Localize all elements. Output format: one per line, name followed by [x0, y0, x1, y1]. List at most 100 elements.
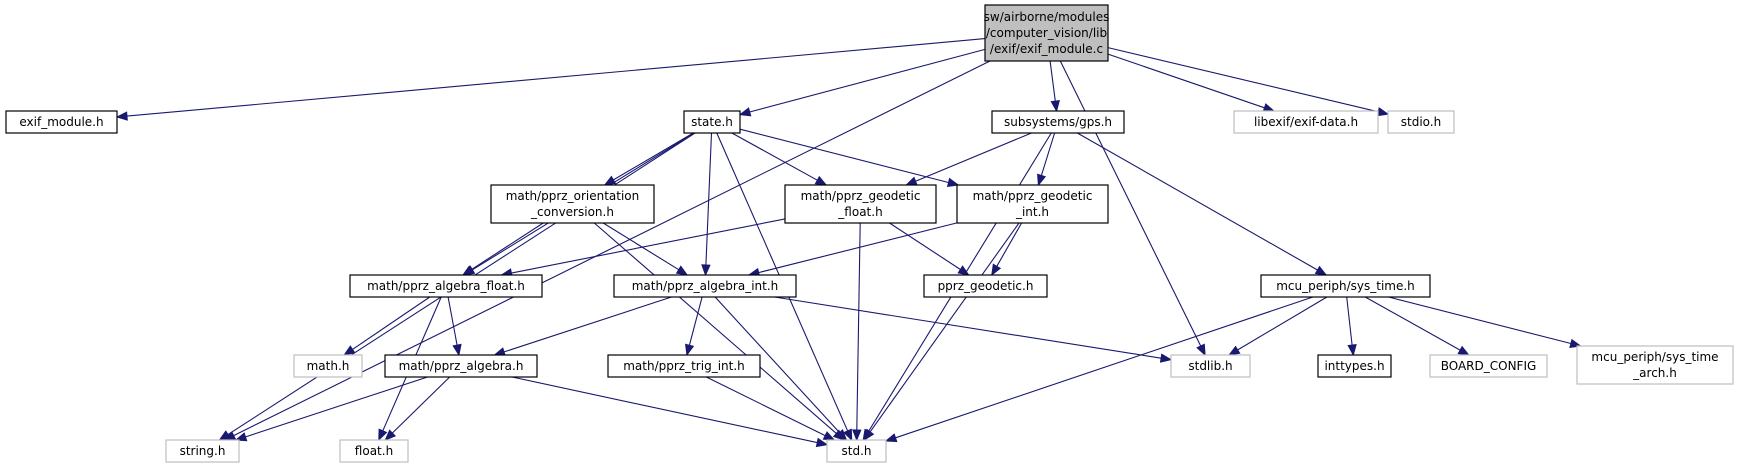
edge-line	[749, 48, 986, 113]
edge-arrowhead	[234, 432, 248, 442]
edge-arrowhead	[452, 343, 462, 357]
node-box	[339, 439, 409, 463]
edge-arrowhead	[957, 265, 970, 276]
edge-arrowhead	[835, 429, 848, 441]
node-label: _conversion.h	[530, 205, 614, 219]
edge-geo_float-to-std_h	[852, 222, 862, 442]
edge-line	[889, 222, 961, 270]
edge-exif_c-to-state_h	[738, 48, 986, 117]
node-label: mcu_periph/sys_time.h	[1276, 279, 1415, 293]
node-box	[1576, 345, 1734, 385]
edge-line	[1077, 132, 1318, 271]
edge-state_h-to-alg_int	[701, 132, 713, 277]
node-board: BOARD_CONFIG	[1429, 354, 1548, 378]
node-exif_h[interactable]: exif_module.h	[5, 110, 118, 134]
edge-line	[1346, 296, 1353, 346]
node-label: stdlib.h	[1188, 359, 1232, 373]
node-label: pprz_geodetic.h	[938, 279, 1034, 293]
edge-geo_int-to-std_h	[863, 222, 1020, 442]
edge-line	[352, 296, 431, 350]
edge-arrowhead	[905, 176, 918, 186]
edge-line	[126, 38, 986, 117]
node-state_h[interactable]: state.h	[683, 110, 741, 134]
node-gps_h[interactable]: subsystems/gps.h	[991, 110, 1125, 134]
edge-arrowhead	[701, 264, 711, 277]
edge-gps_h-to-geo_int	[1037, 132, 1056, 187]
edge-line	[511, 218, 786, 274]
node-box	[607, 354, 761, 378]
node-label: math/pprz_orientation	[506, 189, 640, 203]
edge-alg_int-to-std_h	[714, 296, 848, 441]
edge-arrowhead	[115, 111, 128, 121]
node-float_h: float.h	[339, 439, 409, 463]
node-label: /exif/exif_module.c	[990, 42, 1103, 56]
node-string_h: string.h	[165, 439, 240, 463]
node-orient[interactable]: math/pprz_orientation _conversion.h	[490, 184, 655, 224]
node-inttypes[interactable]: inttypes.h	[1317, 354, 1392, 378]
node-label: float.h	[355, 444, 393, 458]
node-alg_float[interactable]: math/pprz_algebra_float.h	[349, 274, 543, 298]
edge-line	[1107, 47, 1379, 113]
edge-line	[1364, 296, 1461, 351]
edge-orient-to-alg_float	[461, 222, 544, 276]
edge-line	[856, 222, 861, 431]
node-box	[1170, 354, 1251, 378]
edge-arrowhead	[1050, 100, 1060, 113]
edge-arrowhead	[1037, 173, 1047, 187]
edge-line	[714, 296, 841, 433]
edge-trig-to-std_h	[706, 376, 836, 441]
edge-line	[705, 132, 713, 266]
edge-line	[758, 222, 958, 274]
node-label: subsystems/gps.h	[1004, 115, 1112, 129]
node-box	[1387, 110, 1455, 134]
edge-exif_c-to-libexif	[1107, 53, 1276, 113]
node-exif_c[interactable]: sw/airborne/modules/computer_vision/lib/…	[984, 4, 1110, 62]
edge-line	[996, 222, 1023, 267]
edge-line	[706, 376, 826, 437]
edge-arrowhead	[603, 175, 617, 186]
node-label: mcu_periph/sys_time	[1591, 350, 1718, 364]
edge-line	[471, 222, 544, 271]
node-alg_int[interactable]: math/pprz_algebra_int.h	[613, 274, 797, 298]
node-label: math/pprz_algebra_int.h	[632, 279, 779, 293]
node-box	[349, 274, 543, 298]
edge-orient-to-std_h	[593, 222, 845, 441]
edge-line	[739, 128, 949, 184]
edge-exif_c-to-gps_h	[1049, 60, 1060, 113]
edge-line	[731, 132, 818, 181]
edge-arrowhead	[218, 430, 231, 441]
edge-arrowhead	[822, 431, 836, 441]
edge-sys_time-to-sys_arch	[1388, 296, 1582, 348]
node-box	[683, 110, 741, 134]
edge-sys_time-to-board	[1364, 296, 1470, 356]
edge-exif_c-to-stdlib_h	[1059, 60, 1206, 357]
edge-sys_time-to-stdlib_h	[1227, 296, 1328, 356]
edge-sys_time-to-inttypes	[1346, 296, 1357, 357]
edge-line	[512, 376, 818, 444]
node-box	[384, 354, 538, 378]
edge-exif_c-to-string_h	[223, 60, 991, 441]
node-geo_float[interactable]: math/pprz_geodetic_float.h	[784, 184, 937, 224]
edge-state_h-to-geo_float	[731, 132, 828, 186]
edge-alg-to-float_h	[384, 376, 451, 441]
node-trig[interactable]: math/pprz_trig_int.h	[607, 354, 761, 378]
edge-state_h-to-orient	[603, 132, 694, 186]
edge-state_h-to-geo_int	[739, 128, 960, 187]
edge-alg-to-string_h	[234, 376, 428, 442]
node-pprz_geo[interactable]: pprz_geodetic.h	[923, 274, 1048, 298]
node-label: math/pprz_algebra.h	[399, 359, 524, 373]
node-sys_arch: mcu_periph/sys_time_arch.h	[1576, 345, 1734, 385]
edge-arrowhead	[1262, 103, 1276, 113]
node-sys_time[interactable]: mcu_periph/sys_time.h	[1260, 274, 1431, 298]
node-alg[interactable]: math/pprz_algebra.h	[384, 354, 538, 378]
edge-line	[593, 222, 837, 434]
edge-line	[1388, 296, 1572, 345]
node-box	[984, 4, 1109, 62]
node-label: math/pprz_geodetic	[801, 189, 921, 203]
node-label: std.h	[842, 444, 872, 458]
node-box	[1317, 354, 1392, 378]
node-label: math/pprz_algebra_float.h	[367, 279, 525, 293]
node-geo_int[interactable]: math/pprz_geodetic_int.h	[956, 184, 1109, 224]
edge-line	[233, 60, 991, 437]
